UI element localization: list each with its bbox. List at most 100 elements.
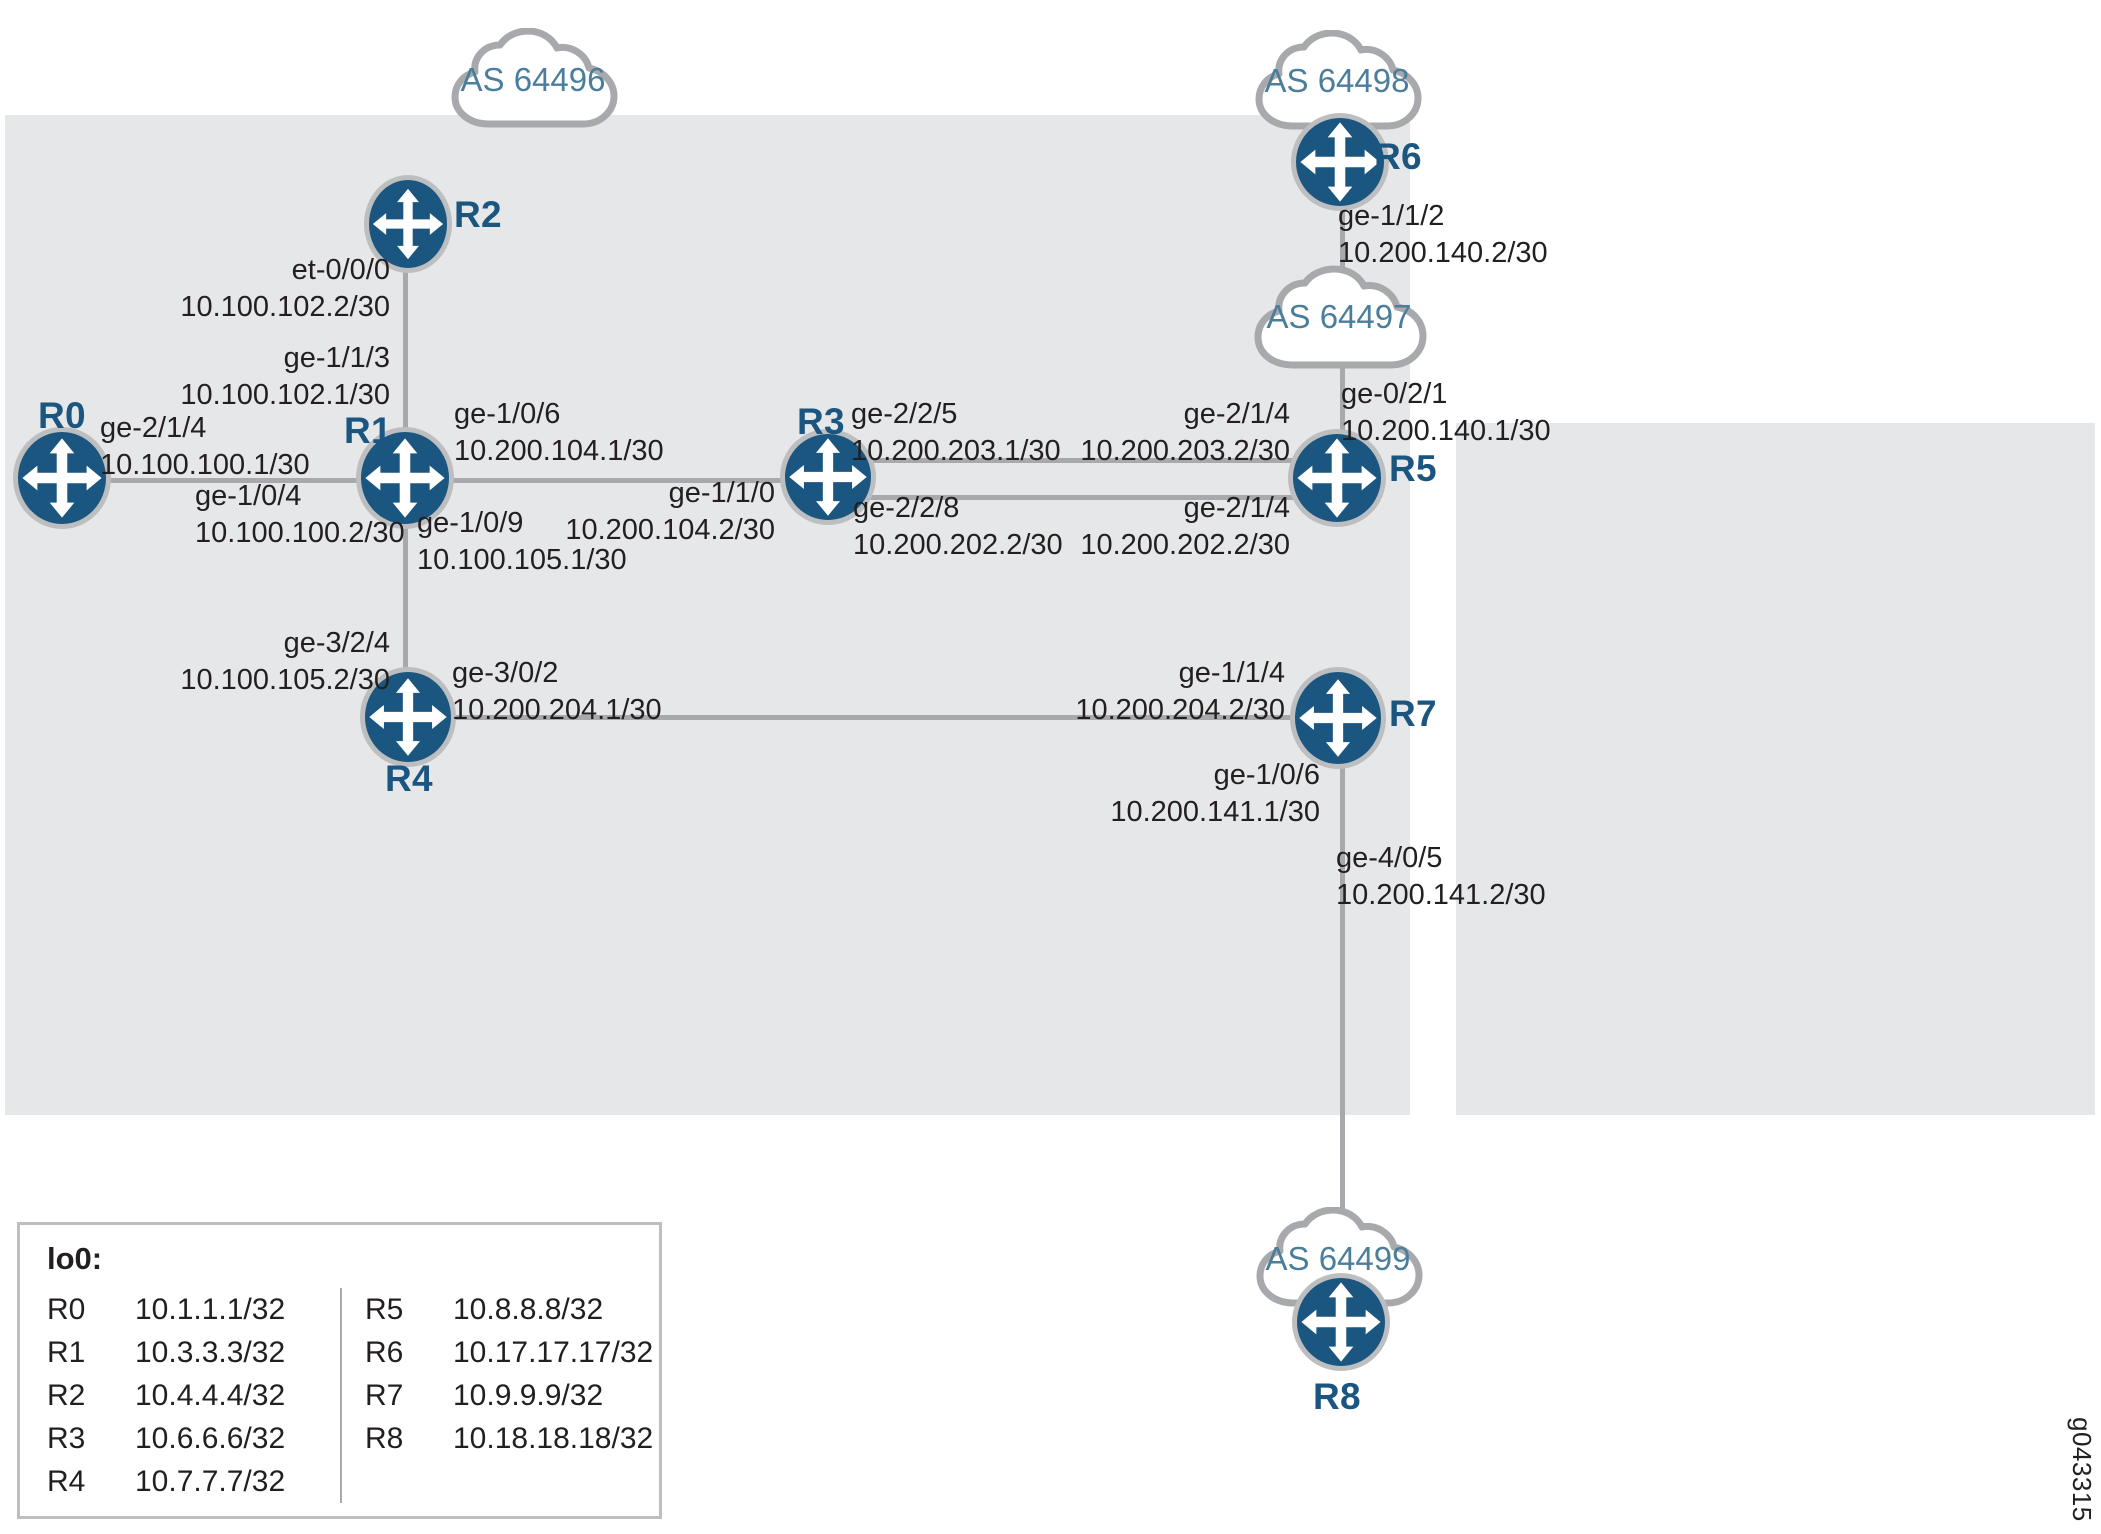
router-r5[interactable] bbox=[1293, 434, 1381, 522]
iface-label-r6-ge-1-1-2: ge-1/1/2 10.200.140.2/30 bbox=[1338, 198, 1548, 272]
router-r8[interactable] bbox=[1297, 1278, 1385, 1366]
router-icon bbox=[1301, 1282, 1381, 1362]
iface-label-r1-ge-1-0-6: ge-1/0/6 10.200.104.1/30 bbox=[454, 396, 664, 470]
cloud-label-as-64496: AS 64496 bbox=[460, 61, 606, 98]
iface-address: 10.200.104.1/30 bbox=[454, 435, 664, 468]
legend-router-id: R8 bbox=[365, 1421, 404, 1455]
legend-router-id: R1 bbox=[47, 1335, 86, 1369]
figure-id-watermark: g043315 bbox=[2067, 1417, 2097, 1522]
router-icon bbox=[1300, 122, 1380, 202]
cloud-label-as-64498: AS 64498 bbox=[1264, 62, 1410, 99]
router-r4[interactable] bbox=[365, 672, 451, 762]
cloud-label-as-64497: AS 64497 bbox=[1266, 298, 1412, 335]
iface-label-r5-ge-2-1-4-lower: ge-2/1/4 10.200.202.2/30 bbox=[900, 490, 1290, 564]
iface-address: 10.100.100.1/30 bbox=[100, 449, 310, 482]
router-label-r6: R6 bbox=[1374, 136, 1422, 177]
legend-router-id: R5 bbox=[365, 1292, 404, 1326]
cloud-label-as-64499: AS 64499 bbox=[1265, 1240, 1411, 1277]
legend-router-address: 10.4.4.4/32 bbox=[135, 1378, 286, 1412]
iface-label-r0-ge-2-1-4: ge-2/1/4 10.100.100.1/30 bbox=[100, 410, 310, 484]
router-label-r1: R1 bbox=[344, 410, 392, 451]
iface-address: 10.200.203.1/30 bbox=[851, 435, 1061, 468]
iface-label-r5-ge-2-1-4-upper: ge-2/1/4 10.200.203.2/30 bbox=[900, 396, 1290, 470]
iface-name: ge-2/2/5 bbox=[851, 398, 958, 430]
iface-name: ge-4/0/5 bbox=[1336, 842, 1443, 874]
iface-address: 10.100.105.2/30 bbox=[180, 664, 390, 697]
link-r3-r5-upper bbox=[845, 458, 1335, 463]
link-r3-r5-lower bbox=[845, 495, 1335, 500]
legend-router-id: R7 bbox=[365, 1378, 404, 1412]
router-r0[interactable] bbox=[18, 432, 106, 524]
iface-address: 10.200.104.2/30 bbox=[565, 514, 775, 547]
iface-address: 10.200.141.1/30 bbox=[1110, 796, 1320, 829]
iface-name: ge-1/0/6 bbox=[1213, 759, 1320, 791]
iface-name: ge-3/2/4 bbox=[283, 627, 390, 659]
router-r3[interactable] bbox=[785, 434, 871, 520]
iface-name: ge-1/0/9 bbox=[417, 507, 524, 539]
link-r2-r1 bbox=[403, 230, 408, 472]
iface-address: 10.100.100.2/30 bbox=[195, 517, 405, 550]
legend-row: R8 10.18.18.18/32 bbox=[365, 1417, 653, 1460]
router-r2[interactable] bbox=[369, 180, 447, 268]
router-icon bbox=[372, 188, 444, 260]
iface-address: 10.100.102.1/30 bbox=[180, 379, 390, 412]
legend-router-id: R3 bbox=[47, 1421, 86, 1455]
router-label-r7: R7 bbox=[1389, 693, 1437, 734]
iface-address: 10.200.202.2/30 bbox=[853, 529, 1063, 562]
iface-address: 10.200.140.1/30 bbox=[1341, 415, 1551, 448]
iface-address: 10.200.202.2/30 bbox=[1080, 529, 1290, 562]
legend-row: R6 10.17.17.17/32 bbox=[365, 1331, 653, 1374]
link-r7-r8-lower bbox=[1340, 1015, 1345, 1280]
link-r4-r7 bbox=[437, 715, 1312, 720]
iface-name: ge-1/1/0 bbox=[668, 477, 775, 509]
legend-divider bbox=[340, 1288, 342, 1503]
legend-column-left: R0 10.1.1.1/32 R1 10.3.3.3/32 R2 10.4.4.… bbox=[47, 1288, 285, 1503]
iface-name: ge-1/1/4 bbox=[1178, 657, 1285, 689]
router-label-r4: R4 bbox=[385, 758, 433, 799]
router-r7[interactable] bbox=[1295, 672, 1381, 764]
router-label-r5: R5 bbox=[1389, 448, 1437, 489]
legend-row: R4 10.7.7.7/32 bbox=[47, 1460, 285, 1503]
as-64496-zone bbox=[5, 115, 1410, 1115]
link-r0-r1 bbox=[75, 478, 405, 483]
legend-router-address: 10.8.8.8/32 bbox=[453, 1292, 604, 1326]
iface-label-r4-ge-3-2-4: ge-3/2/4 10.100.105.2/30 bbox=[0, 625, 390, 699]
iface-name: ge-0/2/1 bbox=[1341, 378, 1448, 410]
legend-router-address: 10.3.3.3/32 bbox=[135, 1335, 286, 1369]
iface-address: 10.100.105.1/30 bbox=[417, 544, 627, 577]
iface-label-r4-ge-3-0-2: ge-3/0/2 10.200.204.1/30 bbox=[452, 655, 662, 729]
iface-label-r3-ge-1-1-0: ge-1/1/0 10.200.104.2/30 bbox=[380, 475, 775, 549]
iface-name: ge-2/1/4 bbox=[1183, 398, 1290, 430]
cloud-as-64498 bbox=[1247, 30, 1427, 135]
legend-row: R0 10.1.1.1/32 bbox=[47, 1288, 285, 1331]
legend-router-id: R4 bbox=[47, 1464, 86, 1498]
iface-address: 10.200.140.2/30 bbox=[1338, 237, 1548, 270]
link-r7-r8 bbox=[1340, 715, 1345, 1015]
router-label-r2: R2 bbox=[454, 194, 502, 235]
iface-name: ge-2/2/8 bbox=[853, 492, 960, 524]
legend-router-address: 10.1.1.1/32 bbox=[135, 1292, 286, 1326]
router-icon bbox=[789, 438, 867, 516]
iface-address: 10.200.204.2/30 bbox=[1075, 694, 1285, 727]
router-r1[interactable] bbox=[361, 432, 449, 524]
router-icon bbox=[1297, 438, 1377, 518]
iface-name: ge-1/0/4 bbox=[195, 480, 302, 512]
cloud-as-64499 bbox=[1248, 1207, 1428, 1312]
iface-label-r3-ge-2-2-8: ge-2/2/8 10.200.202.2/30 bbox=[853, 490, 1063, 564]
iface-label-r5-ge-0-2-1: ge-0/2/1 10.200.140.1/30 bbox=[1341, 376, 1551, 450]
loopback-legend: lo0: R0 10.1.1.1/32 R1 10.3.3.3/32 R2 10… bbox=[17, 1222, 662, 1519]
router-icon bbox=[369, 678, 447, 756]
iface-label-r8-ge-4-0-5: ge-4/0/5 10.200.141.2/30 bbox=[1336, 840, 1546, 914]
legend-column-right: R5 10.8.8.8/32 R6 10.17.17.17/32 R7 10.9… bbox=[365, 1288, 653, 1460]
link-r1-r4 bbox=[403, 478, 408, 718]
legend-row: R7 10.9.9.9/32 bbox=[365, 1374, 653, 1417]
legend-router-address: 10.6.6.6/32 bbox=[135, 1421, 286, 1455]
iface-label-r7-ge-1-0-6: ge-1/0/6 10.200.141.1/30 bbox=[930, 757, 1320, 831]
iface-address: 10.200.204.1/30 bbox=[452, 694, 662, 727]
router-label-r8: R8 bbox=[1313, 1376, 1361, 1417]
link-r1-r3 bbox=[437, 478, 789, 483]
router-icon bbox=[365, 438, 445, 518]
as-64497-zone bbox=[1456, 423, 2095, 1115]
router-r6[interactable] bbox=[1296, 118, 1384, 206]
cloud-as-64497 bbox=[1245, 265, 1433, 375]
